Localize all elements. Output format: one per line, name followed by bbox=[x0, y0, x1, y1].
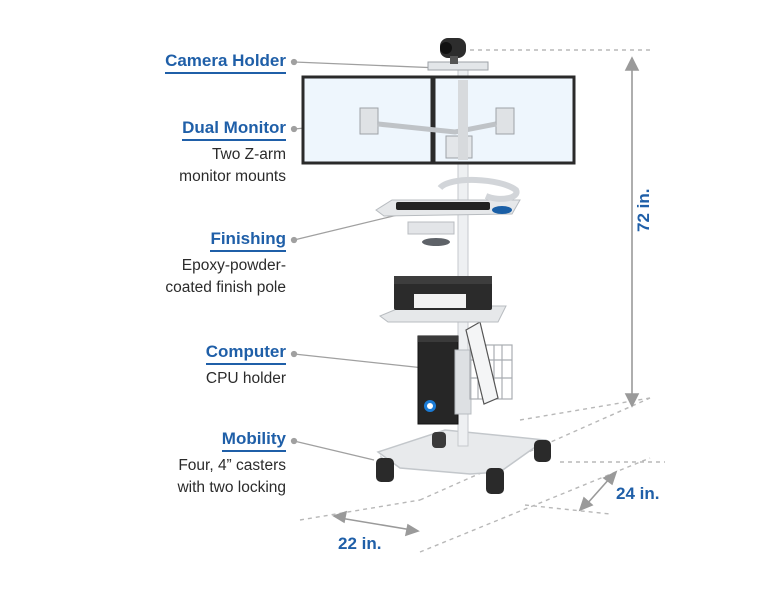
cpu-holder bbox=[417, 335, 472, 425]
callout-computer: Computer CPU holder bbox=[126, 342, 286, 390]
camera-holder-title: Camera Holder bbox=[165, 51, 286, 74]
dimension-depth-label: 24 in. bbox=[616, 484, 660, 503]
dual-monitor-desc-2: monitor mounts bbox=[179, 168, 286, 185]
dual-monitor-title: Dual Monitor bbox=[182, 118, 286, 141]
mobility-title: Mobility bbox=[221, 429, 286, 452]
camera-holder bbox=[427, 38, 489, 71]
dual-monitor bbox=[301, 75, 576, 165]
finishing-title: Finishing bbox=[210, 229, 286, 252]
dual-monitor-desc-1: Two Z-arm bbox=[211, 146, 286, 163]
dimension-height-label: 72 in. bbox=[634, 188, 653, 232]
caster-front-right bbox=[486, 468, 504, 494]
computer-desc-1: CPU holder bbox=[205, 370, 286, 387]
caster-rear-right bbox=[534, 440, 551, 462]
printer-shelf bbox=[379, 276, 507, 323]
callout-dual-monitor: Dual Monitor Two Z-arm monitor mounts bbox=[126, 118, 286, 188]
callout-camera-holder: Camera Holder bbox=[126, 51, 286, 74]
caster-front-left bbox=[376, 458, 394, 482]
mobility-desc-2: with two locking bbox=[177, 479, 286, 496]
callout-mobility: Mobility Four, 4” casters with two locki… bbox=[126, 429, 286, 499]
caster-rear-left bbox=[432, 432, 446, 448]
depth-arrow bbox=[578, 470, 618, 512]
finishing-desc-2: coated finish pole bbox=[165, 279, 286, 296]
cart-base bbox=[376, 429, 551, 494]
height-arrow bbox=[624, 56, 640, 408]
callout-finishing: Finishing Epoxy-powder- coated finish po… bbox=[126, 229, 286, 299]
keyboard-tray bbox=[375, 177, 521, 246]
wire-basket bbox=[465, 321, 513, 405]
dimension-width-label: 22 in. bbox=[338, 534, 382, 553]
mobility-desc-1: Four, 4” casters bbox=[178, 457, 286, 474]
width-arrow bbox=[332, 510, 420, 537]
dimension-guides bbox=[299, 49, 665, 553]
leader-lines bbox=[290, 58, 441, 461]
computer-title: Computer bbox=[205, 342, 286, 365]
finishing-desc-1: Epoxy-powder- bbox=[181, 257, 286, 274]
